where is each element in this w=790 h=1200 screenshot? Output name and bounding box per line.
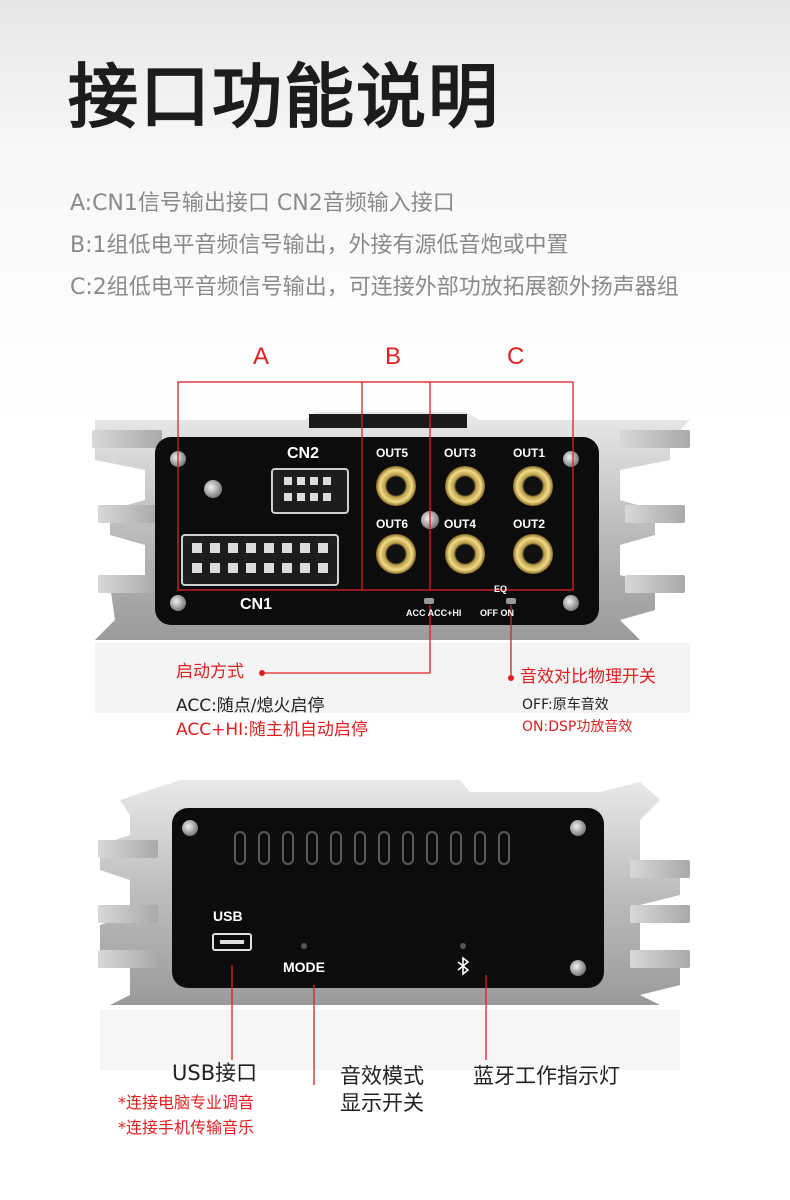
mode-info-line2: 显示开关 (340, 1091, 424, 1115)
startup-acc-hi: ACC+HI:随主机自动启停 (176, 720, 368, 740)
front-reflection (95, 643, 690, 713)
front-chassis (92, 412, 690, 640)
out3-label: OUT3 (444, 446, 477, 460)
out6-label: OUT6 (376, 517, 409, 531)
back-chassis (98, 780, 690, 1005)
bluetooth-icon (457, 956, 470, 976)
startup-title: 启动方式 (176, 662, 244, 682)
acc-switch-label: ACC ACC+HI (406, 608, 462, 618)
cn2-label: CN2 (287, 445, 320, 462)
description-a: A:CN1信号输出接口 CN2音频输入接口 (70, 191, 455, 216)
section-label-a: A (253, 343, 270, 370)
out1-label: OUT1 (513, 446, 546, 460)
usb-panel-label: USB (213, 908, 243, 924)
section-label-b: B (385, 343, 402, 370)
back-reflection (100, 1010, 680, 1070)
cn1-label: CN1 (240, 596, 273, 613)
section-label-c: C (507, 343, 525, 370)
usb-port-title: USB接口 (172, 1061, 258, 1085)
eq-switch-label: OFF ON (480, 608, 514, 618)
description-c: C:2组低电平音频信号输出，可连接外部功放拓展额外扬声器组 (70, 275, 679, 300)
page-title: 接口功能说明 (68, 56, 500, 138)
eq-switch-off: OFF:原车音效 (522, 697, 609, 713)
out2-label: OUT2 (513, 517, 546, 531)
eq-switch-title: 音效对比物理开关 (520, 667, 656, 687)
description-b: B:1组低电平音频信号输出，外接有源低音炮或中置 (70, 233, 569, 258)
section-bracket (177, 381, 574, 678)
usb-note-1: *连接电脑专业调音 (118, 1093, 255, 1112)
mode-info-line1: 音效模式 (340, 1064, 424, 1088)
out4-label: OUT4 (444, 517, 477, 531)
startup-acc: ACC:随点/熄火启停 (176, 696, 325, 716)
mode-panel-label: MODE (283, 959, 325, 975)
out5-label: OUT5 (376, 446, 409, 460)
usb-note-2: *连接手机传输音乐 (118, 1118, 255, 1137)
eq-switch-on: ON:DSP功放音效 (522, 719, 633, 735)
eq-label: EQ (494, 584, 508, 594)
back-pointer-lines (231, 965, 487, 1085)
bluetooth-led-title: 蓝牙工作指示灯 (473, 1064, 620, 1088)
